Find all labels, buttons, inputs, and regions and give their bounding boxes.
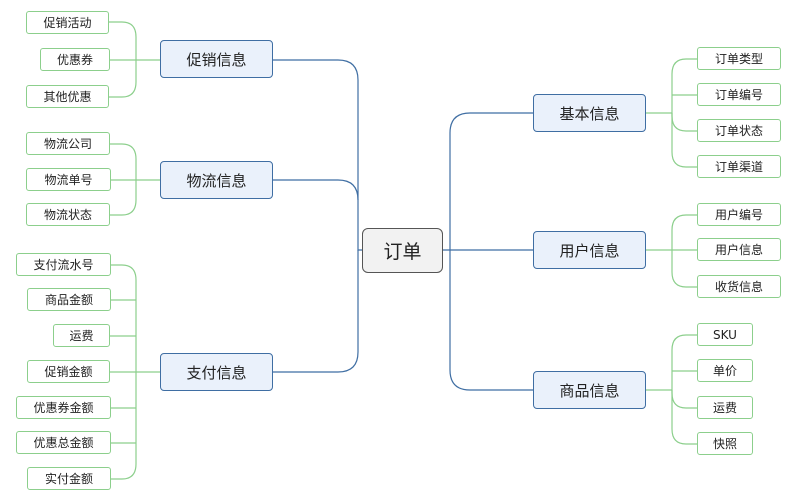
link-root-promo [273, 59, 362, 251]
leaf-goods-price[interactable]: 单价 [697, 359, 753, 382]
branch-basic[interactable]: 基本信息 [533, 94, 646, 132]
leaf-logistics-status[interactable]: 物流状态 [26, 203, 110, 226]
root-node-order[interactable]: 订单 [362, 228, 443, 273]
link-root-basic [443, 112, 533, 251]
leaf-payment-coupon-amount[interactable]: 优惠券金额 [16, 396, 111, 419]
branch-payment[interactable]: 支付信息 [160, 353, 273, 391]
branch-promo[interactable]: 促销信息 [160, 40, 273, 78]
branch-user[interactable]: 用户信息 [533, 231, 646, 269]
leaf-user-shipping[interactable]: 收货信息 [697, 275, 781, 298]
leaf-promo-activity[interactable]: 促销活动 [26, 11, 109, 34]
leaf-logistics-number[interactable]: 物流单号 [26, 168, 111, 191]
leaf-basic-status[interactable]: 订单状态 [697, 119, 781, 142]
leaf-user-info[interactable]: 用户信息 [697, 238, 781, 261]
branch-logistics[interactable]: 物流信息 [160, 161, 273, 199]
link-root-payment [273, 250, 359, 373]
leaf-goods-freight[interactable]: 运费 [697, 396, 753, 419]
link-root-goods [449, 250, 533, 391]
leaf-basic-channel[interactable]: 订单渠道 [697, 155, 781, 178]
leaf-logistics-company[interactable]: 物流公司 [26, 132, 110, 155]
leaf-payment-discount-total[interactable]: 优惠总金额 [16, 431, 111, 454]
leaf-payment-promo-amount[interactable]: 促销金额 [27, 360, 110, 383]
leaf-payment-paid-amount[interactable]: 实付金额 [27, 467, 111, 490]
leaf-payment-serial[interactable]: 支付流水号 [16, 253, 111, 276]
leaf-basic-type[interactable]: 订单类型 [697, 47, 781, 70]
leaf-promo-coupon[interactable]: 优惠券 [40, 48, 110, 71]
leaf-basic-number[interactable]: 订单编号 [697, 83, 781, 106]
link-root-logistics [273, 179, 359, 201]
leaf-payment-goods-amount[interactable]: 商品金额 [27, 288, 111, 311]
leaf-goods-sku[interactable]: SKU [697, 323, 753, 346]
leaf-payment-freight[interactable]: 运费 [53, 324, 110, 347]
leaf-promo-other[interactable]: 其他优惠 [26, 85, 109, 108]
leaf-user-number[interactable]: 用户编号 [697, 203, 781, 226]
branch-goods[interactable]: 商品信息 [533, 371, 646, 409]
leaf-goods-snapshot[interactable]: 快照 [697, 432, 753, 455]
